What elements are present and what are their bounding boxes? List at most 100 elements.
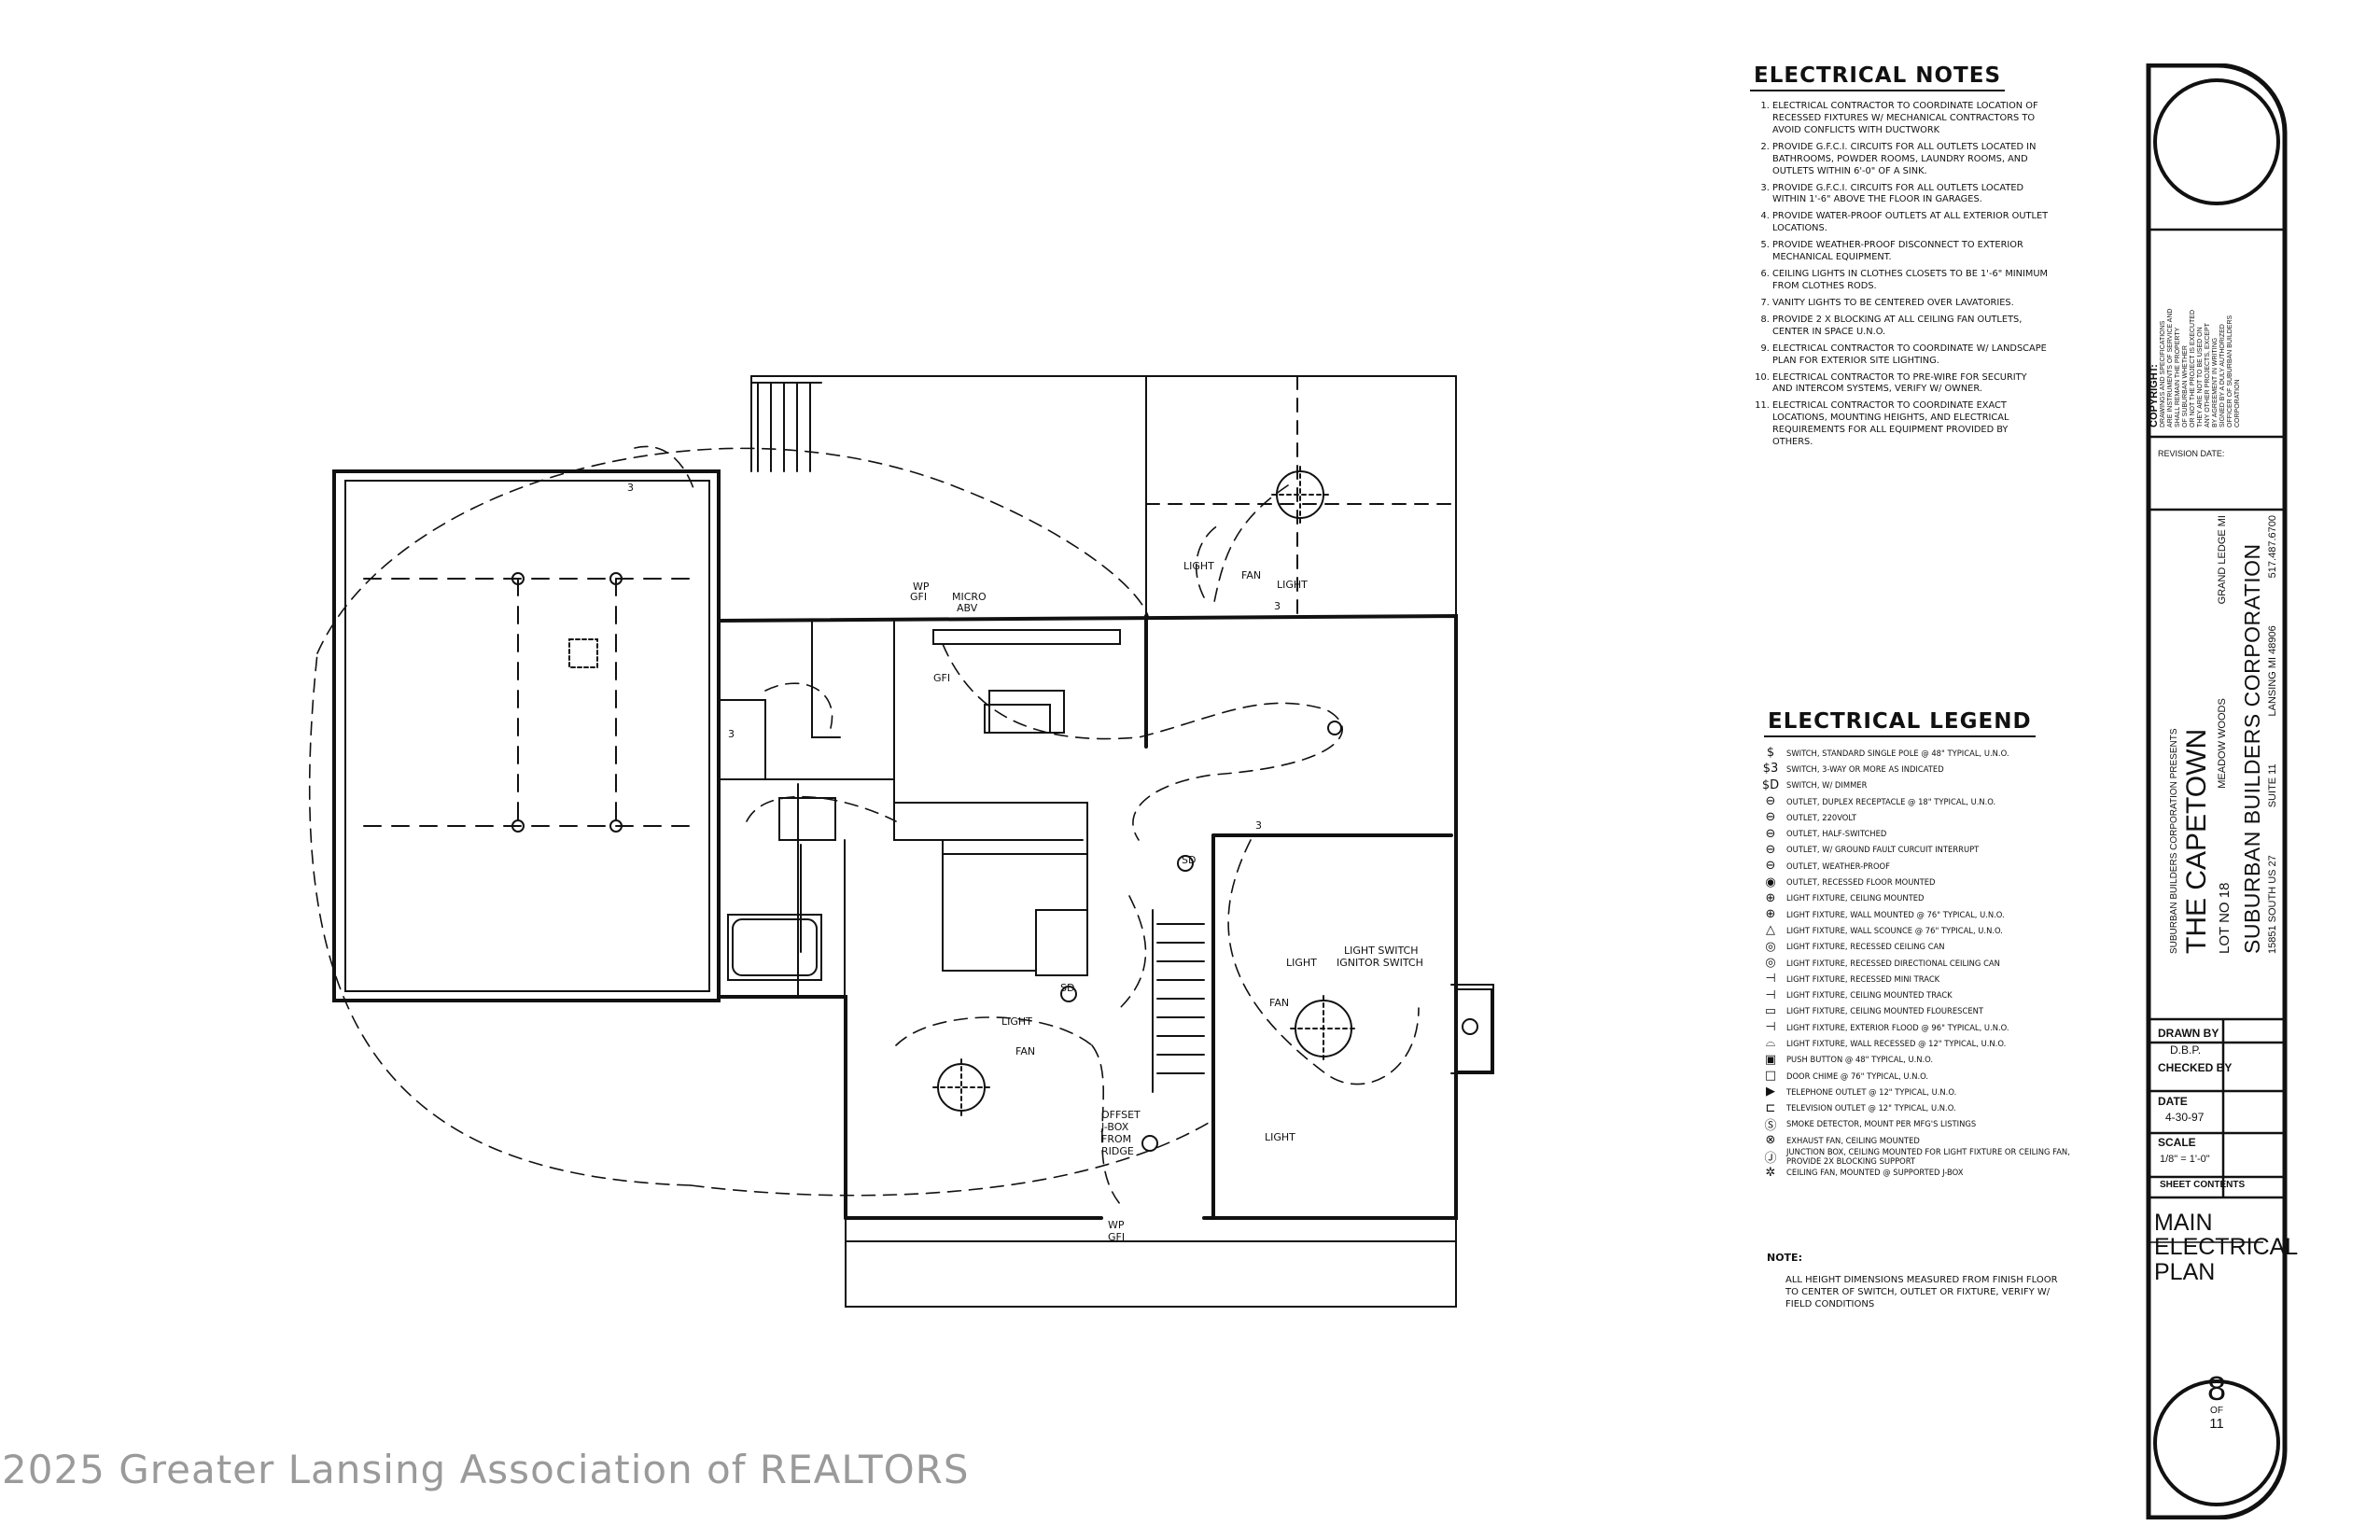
scale-value: 1/8" = 1'-0" — [2160, 1154, 2210, 1165]
copyright-line: SIGNED BY A DULY AUTHORIZED — [2219, 324, 2227, 427]
scale-label: SCALE — [2158, 1136, 2196, 1149]
legend-symbol-icon: ▣ — [1764, 1052, 1777, 1067]
legend-row: Ⓢ SMOKE DETECTOR, MOUNT PER MFG'S LISTING… — [1755, 1116, 2091, 1133]
copyright-watermark: 2025 Greater Lansing Association of REAL… — [2, 1447, 970, 1492]
drawn-by-value: D.B.P. — [2170, 1043, 2202, 1057]
legend-row: ⊣LIGHT FIXTURE, EXTERIOR FLOOD @ 96" TYP… — [1755, 1019, 2091, 1035]
legend-description: OUTLET, RECESSED FLOOR MOUNTED — [1786, 877, 1936, 888]
plan-label-gfi: GFI — [1108, 1231, 1125, 1243]
legend-symbol-icon: $3 — [1762, 762, 1779, 777]
sheet-title-line-1: MAIN — [2154, 1210, 2213, 1236]
plan-label-sd: SD — [1182, 854, 1196, 866]
legend-symbol-icon: $D — [1761, 777, 1780, 792]
bath-tub — [732, 918, 818, 976]
legend-description: DOOR CHIME @ 76" TYPICAL, U.N.O. — [1786, 1071, 1929, 1081]
plan-label-offset: OFFSET — [1101, 1109, 1141, 1121]
plan-label-jbox: J-BOX — [1100, 1121, 1129, 1133]
lot-number: LOT NO 18 — [2217, 882, 2233, 954]
sheet-number-value: 8 — [2206, 1369, 2227, 1407]
legend-row: □ DOOR CHIME @ 76" TYPICAL, U.N.O. — [1755, 1068, 2091, 1084]
legend-symbol-icon: ⊖ — [1765, 842, 1776, 857]
sheet-of-label: OF — [2210, 1406, 2223, 1416]
electrical-note-item: PROVIDE 2 x BLOCKING AT ALL CEILING FAN … — [1772, 315, 2049, 339]
electrical-note-item: ELECTRICAL CONTRACTOR TO COORDINATE LOCA… — [1772, 101, 2049, 137]
subdivision-name: MEADOW WOODS — [2217, 698, 2228, 789]
plan-label-light: LIGHT — [1001, 1015, 1032, 1028]
legend-symbol-icon: Ⓢ — [1764, 1118, 1777, 1133]
copyright-line: ARE INSTRUMENTS OF SERVICE AND — [2167, 308, 2175, 427]
plan-label-light: LIGHT — [1265, 1131, 1295, 1143]
legend-row: △LIGHT FIXTURE, WALL SCOUNCE @ 76" TYPIC… — [1755, 922, 2091, 938]
legend-description: OUTLET, DUPLEX RECEPTACLE @ 18" TYPICAL,… — [1786, 796, 1996, 806]
electrical-note-item: ELECTRICAL CONTRACTOR TO COORDINATE w/ L… — [1772, 343, 2049, 368]
legend-description: LIGHT FIXTURE, CEILING MOUNTED FLOURESCE… — [1786, 1006, 1984, 1016]
company-name: SUBURBAN BUILDERS CORPORATION — [2240, 543, 2264, 954]
electrical-note-item: ELECTRICAL CONTRACTOR TO COORDINATE EXAC… — [1772, 400, 2049, 449]
legend-row: ⊏TELEVISION OUTLET @ 12" TYPICAL, U.N.O. — [1755, 1100, 2091, 1116]
plan-label-from: FROM — [1101, 1133, 1131, 1145]
plan-label-three: 3 — [627, 482, 634, 494]
legend-symbol-icon: ⊖ — [1765, 826, 1776, 841]
fireplace — [1455, 988, 1492, 1072]
title-block — [2146, 63, 2288, 1519]
copyright-heading: COPYRIGHT: — [2149, 364, 2160, 427]
legend-symbol-icon: ⊣ — [1765, 972, 1776, 987]
legend-symbol-icon: ▶ — [1766, 1085, 1775, 1099]
checked-by-label: CHECKED BY — [2158, 1061, 2233, 1074]
address-line-2: LANSING MI 48906 — [2267, 625, 2278, 717]
phone-number: 517.487.6700 — [2267, 515, 2278, 579]
plan-label-sd: SD — [1060, 982, 1074, 994]
presents-line: SUBURBAN BUILDERS CORPORATION PRESENTS — [2169, 728, 2179, 954]
legend-symbol-icon: ◉ — [1765, 875, 1776, 889]
legend-symbol-icon: ⊏ — [1765, 1100, 1776, 1115]
electrical-legend-list: $SWITCH, STANDARD SINGLE POLE @ 48" TYPI… — [1755, 745, 2091, 1181]
electrical-note-item: PROVIDE WATER-PROOF OUTLETS AT ALL EXTER… — [1772, 211, 2049, 235]
legend-row: ◎LIGHT FIXTURE, RECESSED CEILING CAN — [1755, 939, 2091, 955]
project-name: THE CAPETOWN — [2181, 728, 2212, 954]
legend-symbol-icon: ⊕ — [1765, 907, 1776, 922]
legend-row: ⊕LIGHT FIXTURE, CEILING MOUNTED — [1755, 890, 2091, 906]
light-fixture-symbols — [511, 572, 1342, 1152]
rear-deck — [750, 375, 1457, 617]
legend-row: ⊖OUTLET, 220VOLT — [1755, 809, 2091, 825]
legend-symbol-icon: ⊖ — [1765, 810, 1776, 825]
legend-symbol-icon: ◎ — [1765, 956, 1776, 970]
legend-row: ◎LIGHT FIXTURE, RECESSED DIRECTIONAL CEI… — [1755, 955, 2091, 971]
legend-symbol-icon: □ — [1764, 1069, 1777, 1084]
copyright-line: OR NOT THE PROJECT IS EXECUTED — [2190, 309, 2197, 427]
legend-row: ▣PUSH BUTTON @ 48" TYPICAL, U.N.O. — [1755, 1052, 2091, 1068]
legend-row: ⊕LIGHT FIXTURE, WALL MOUNTED @ 76" TYPIC… — [1755, 906, 2091, 922]
legend-symbol-icon: ⊗ — [1765, 1133, 1776, 1148]
legend-row: ⊖ OUTLET, HALF-SWITCHED — [1755, 825, 2091, 841]
plan-label-three: 3 — [1274, 600, 1281, 612]
legend-description: CEILING FAN, MOUNTED @ SUPPORTED J-BOX — [1786, 1168, 1964, 1178]
interior-walls — [718, 620, 1494, 1093]
front-porch — [845, 1217, 1457, 1308]
legend-description: LIGHT FIXTURE, WALL SCOUNCE @ 76" TYPICA… — [1786, 925, 2003, 935]
plan-label-light: LIGHT — [1286, 957, 1317, 969]
copyright-line: OFFICER OF SUBURBAN BUILDERS — [2227, 315, 2234, 427]
legend-row: ◉ OUTLET, RECESSED FLOOR MOUNTED — [1755, 874, 2091, 889]
electrical-notes: ELECTRICAL NOTES ELECTRICAL CONTRACTOR T… — [1741, 63, 2049, 454]
legend-description: OUTLET, WEATHER-PROOF — [1786, 861, 1890, 871]
legend-symbol-icon: ◎ — [1765, 939, 1776, 954]
copyright-line: ANY OTHER PROJECTS, EXCEPT — [2205, 323, 2212, 427]
legend-description: OUTLET, HALF-SWITCHED — [1786, 829, 1887, 839]
legend-description: SMOKE DETECTOR, MOUNT PER MFG'S LISTINGS — [1786, 1119, 1977, 1129]
copyright-line: DRAWINGS AND SPECIFICATIONS — [2160, 320, 2166, 427]
legend-row: ⌓LIGHT FIXTURE, WALL RECESSED @ 12" TYPI… — [1755, 1035, 2091, 1051]
copyright-line: SHALL REMAIN THE PROPERTY — [2175, 327, 2182, 427]
electrical-note-item: PROVIDE WEATHER-PROOF DISCONNECT TO EXTE… — [1772, 240, 2049, 264]
plan-label-fan: FAN — [1015, 1045, 1035, 1057]
plan-label-light: LIGHT — [1183, 560, 1214, 572]
electrical-note-item: PROVIDE G.F.C.I. CIRCUITS FOR ALL OUTLET… — [1772, 142, 2049, 178]
legend-symbol-icon: Ⓙ — [1764, 1151, 1777, 1166]
legend-symbol-icon: ⊣ — [1765, 987, 1776, 1002]
garage-walls — [332, 469, 721, 1002]
legend-description: LIGHT FIXTURE, CEILING MOUNTED — [1786, 893, 1925, 903]
legend-row: ⊖OUTLET, DUPLEX RECEPTACLE @ 18" TYPICAL… — [1755, 793, 2091, 809]
